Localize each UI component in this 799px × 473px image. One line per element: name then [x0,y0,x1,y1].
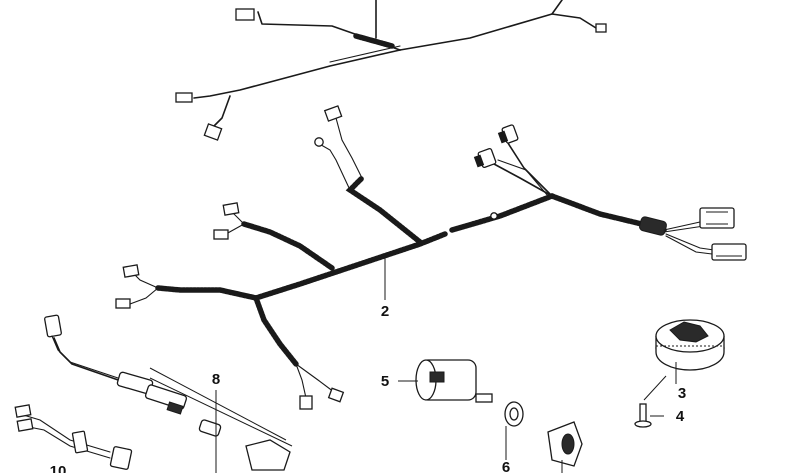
terminal-upper-harness-bottom [203,123,223,141]
upper-harness [175,0,607,141]
multi-pin-connector-lower [711,243,747,261]
callout-6: 6 [502,459,510,473]
main-wiring-harness [115,105,747,410]
terminal-upper-right [595,23,607,33]
terminal-main-top [323,105,343,122]
part-3-rotary-switch [655,319,725,380]
terminal-branch-b [213,229,229,240]
callout-5: 5 [381,373,389,390]
terminal-branch-d [115,298,131,309]
ring-terminal-main [314,137,324,147]
callout-8: 8 [212,371,220,388]
terminal-branch-a [222,202,240,216]
terminal-branch-c [122,264,140,278]
connector-upper-left [235,8,255,21]
callout-10: 10 [50,463,67,473]
part-4-screw [634,375,667,428]
terminal-upper-harness-left [175,92,193,103]
callout-3: 3 [678,385,686,402]
bulb-socket-lower [473,148,497,168]
terminal-lower-a [299,395,313,410]
small-lead-harness [14,314,154,470]
part-5-switch [398,359,493,403]
part-7-knob [547,421,583,473]
terminal-lower-b [327,387,345,403]
bulb-socket-upper [497,124,519,144]
multi-pin-connector-upper [699,207,735,229]
part-6-nut [504,401,524,460]
callout-4: 4 [676,408,685,425]
callout-2: 2 [381,303,389,320]
part-8-fittings [144,367,293,473]
